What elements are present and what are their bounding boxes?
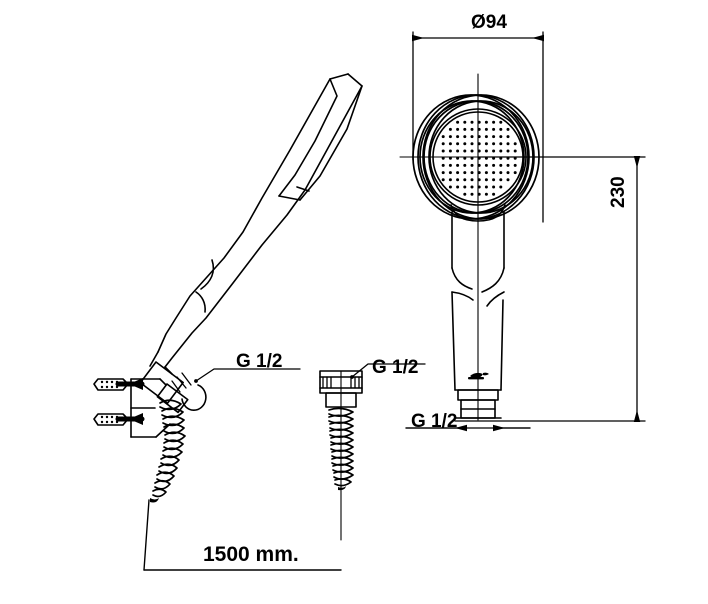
inlet-nut <box>156 383 189 414</box>
bracket-arm-top <box>159 378 167 386</box>
hose-left-tip <box>150 498 159 503</box>
handle-right-break-b <box>486 291 505 307</box>
handset-face-notch <box>296 186 310 192</box>
diameter-dimension-label: Ø94 <box>471 12 507 33</box>
handset-outer-edge <box>164 73 363 368</box>
thread-callout-hose-nut: G 1/2 <box>372 357 419 378</box>
handle-left-break-a <box>451 267 473 290</box>
handle-right-break-a <box>481 267 505 293</box>
inlet-collar <box>139 361 184 405</box>
inlet-swivel-ring <box>181 384 207 411</box>
brand-logo-icon <box>468 372 489 380</box>
inlet-top-b <box>149 351 159 367</box>
hose-length-label: 1500 mm. <box>203 543 299 566</box>
wall-anchor-screw-lower <box>93 413 145 426</box>
grip-break-a <box>200 259 215 290</box>
leader-g12-handset-inlet <box>194 368 301 383</box>
hose-coil-left <box>152 399 186 498</box>
handle-right-lower <box>500 299 504 391</box>
handset-face-end <box>278 195 301 201</box>
nozzle-dots <box>441 120 517 196</box>
hose-len-leader <box>143 499 150 571</box>
diameter-dimension <box>412 31 544 223</box>
hose-end-tip <box>338 486 346 491</box>
hose-connector-detail <box>319 363 426 541</box>
grip-break-b <box>195 291 206 313</box>
hose-length-dimension <box>143 499 342 571</box>
thread-callout-handset-outlet: G 1/2 <box>411 411 458 432</box>
handle-left-lower <box>451 291 456 391</box>
handle-left-break-b <box>451 291 474 301</box>
thread-callout-handset-inlet: G 1/2 <box>236 351 283 372</box>
bracket-arm-bottom <box>155 423 171 438</box>
handset-inner-edge <box>157 73 349 353</box>
inlet-knurl <box>171 372 192 393</box>
hose-coil-center <box>328 407 354 487</box>
front-elevation-view <box>399 73 571 421</box>
handset-face-edge-b <box>299 85 363 201</box>
height-dimension-label: 230 <box>608 176 629 208</box>
height-dimension <box>454 156 646 422</box>
side-elevation-view <box>93 73 363 503</box>
leader-g12-hose-nut <box>350 363 426 379</box>
handset-face-edge-a <box>278 78 338 197</box>
wall-anchor-screw-upper <box>93 378 145 391</box>
hose-nut-knurl <box>322 376 360 389</box>
